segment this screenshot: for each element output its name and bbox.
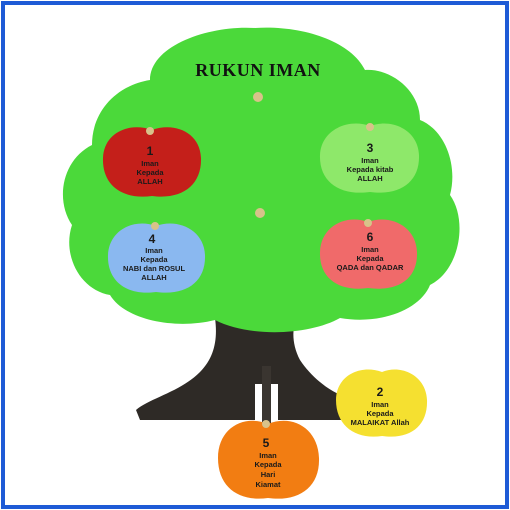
apple-text-line: Iman [361,156,379,165]
apple-text-line: Kepada [366,409,394,418]
apple-number: 4 [149,232,156,246]
apple-text-line: NABI dan ROSUL [123,264,186,273]
apple-number: 2 [377,385,384,399]
apple-text-line: Iman [259,451,277,460]
apple-number: 3 [367,141,374,155]
apple-text-line: Hari [261,470,276,479]
peg [253,92,263,102]
peg [364,219,372,227]
tree-trunk [136,318,348,420]
apple-text-line: Iman [141,159,159,168]
apple-text-line: Kepada [356,254,384,263]
apple-text-line: Kepada [140,255,168,264]
apple-text-line: Iman [145,246,163,255]
apple-text-line: Kepada kitab [347,165,394,174]
apple-text-line: Iman [371,400,389,409]
board-title: RUKUN IMAN [195,60,321,80]
apple-number: 6 [367,230,374,244]
apple-card-4: 4 Iman Kepada NABI dan ROSUL ALLAH [107,222,206,293]
apple-text-line: ALLAH [137,177,162,186]
apple-text-line: MALAIKAT Allah [351,418,410,427]
apple-number: 5 [263,436,270,450]
apple-text-line: Kepada [254,460,282,469]
apple-card-1: 1 Iman Kepada ALLAH [102,127,202,197]
apple-card-5: 5 Iman Kepada Hari Kiamat [218,420,320,499]
peg [146,127,154,135]
apple-card-6: 6 Iman Kepada QADA dan QADAR [319,219,418,289]
apple-text-line: Kiamat [255,480,281,489]
peg [262,420,270,428]
apple-text-line: QADA dan QADAR [337,263,404,272]
apple-text-line: ALLAH [141,273,166,282]
stand-leg [262,366,271,456]
apple-text-line: Kepada [136,168,164,177]
apple-text-line: Iman [361,245,379,254]
apple-text-line: ALLAH [357,174,382,183]
peg [366,123,374,131]
peg [151,222,159,230]
apple-number: 1 [147,144,154,158]
apple-card-3: 3 Iman Kepada kitab ALLAH [319,123,420,193]
apple-card-2: 2 Iman Kepada MALAIKAT Allah [336,369,428,437]
peg [255,208,265,218]
